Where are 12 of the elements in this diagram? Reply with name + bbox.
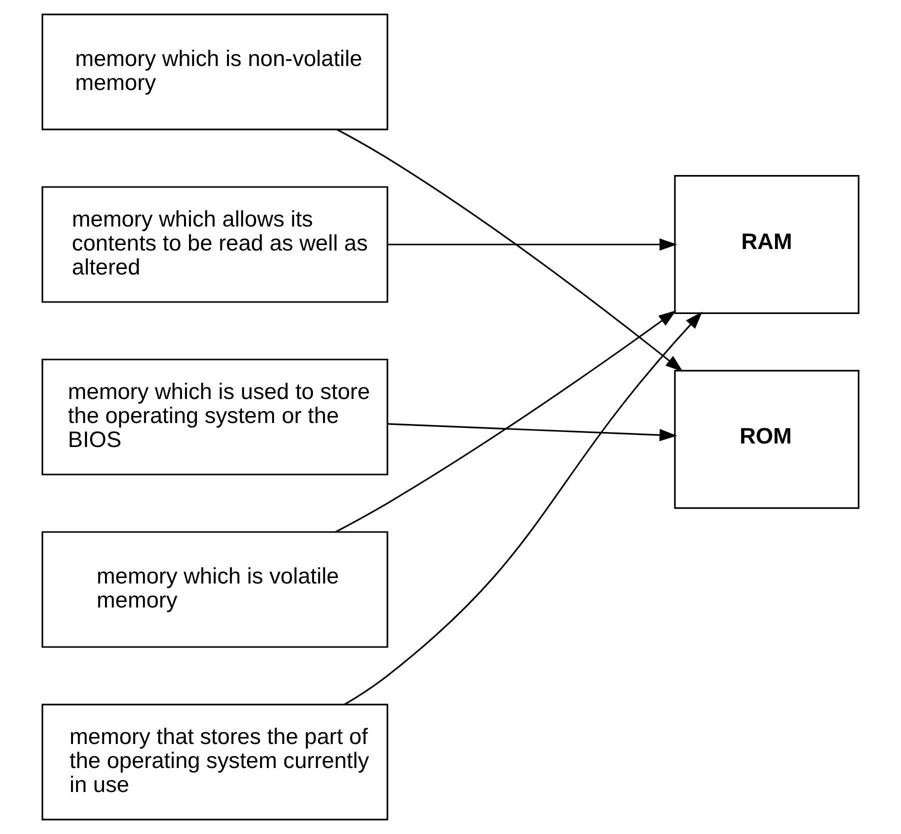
node-box: memory which is used to store the operating system or the BIOS	[42, 358, 388, 476]
node-box: RAM	[674, 175, 860, 314]
node-box: memory which is volatile memory	[42, 531, 388, 648]
node-box: memory that stores the part of the operating system currently in use	[42, 704, 388, 820]
arrow	[388, 423, 678, 442]
arrow	[336, 128, 683, 372]
arrow	[344, 312, 702, 706]
node-box: memory which allows its contents to be read as well as altered	[42, 186, 388, 303]
arrow	[388, 238, 678, 251]
node-box: memory which is non-volatile memory	[42, 14, 388, 130]
arrow	[335, 310, 676, 533]
node-box: ROM	[674, 370, 860, 509]
